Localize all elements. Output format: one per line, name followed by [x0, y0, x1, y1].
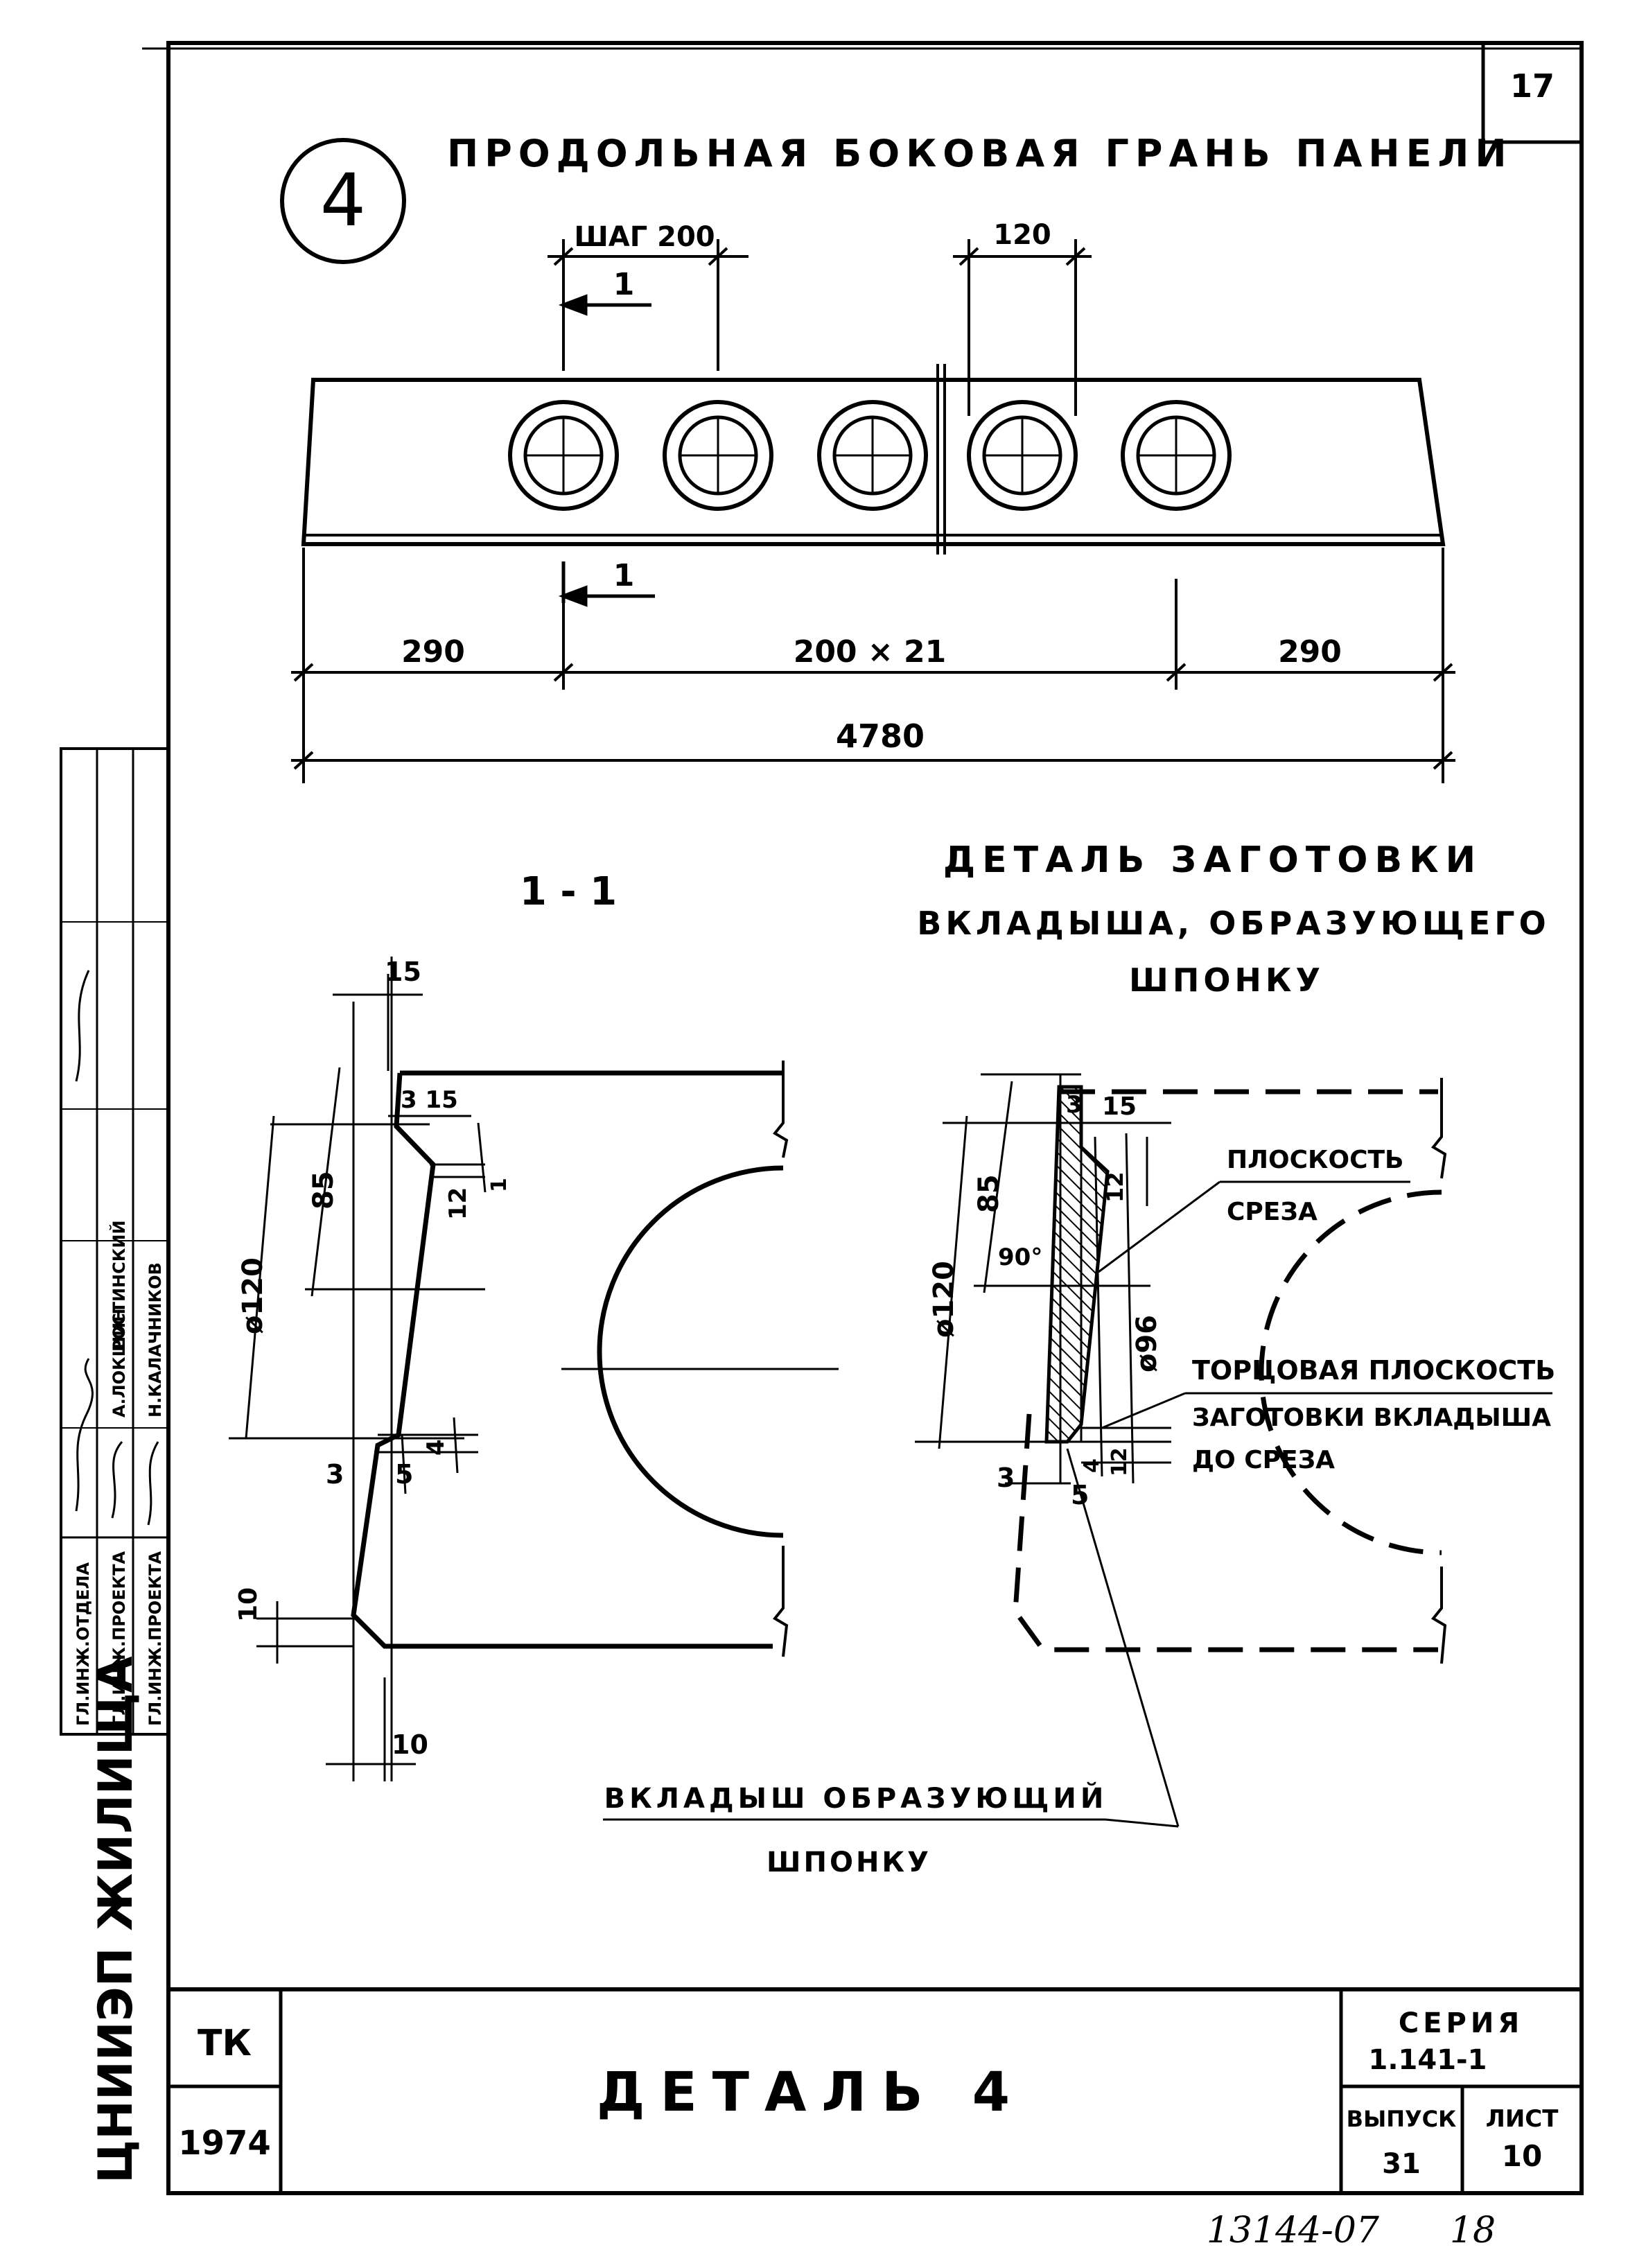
- detail-title-1: ДЕТАЛЬ ЗАГОТОВКИ: [943, 839, 1482, 881]
- section-mark-bottom-label: 1: [613, 558, 635, 593]
- stamp-role-1: ГЛ.ИНЖ.ОТДЕЛА: [73, 1562, 93, 1726]
- sheet-label: ЛИСТ: [1486, 2105, 1559, 2133]
- signature-4: [75, 970, 90, 1082]
- dim-center: 200 × 21: [794, 634, 947, 670]
- sheet-value: 10: [1502, 2139, 1542, 2173]
- section-mark-bottom: [558, 561, 655, 607]
- year: 1974: [178, 2124, 271, 2163]
- holes: [508, 400, 1232, 511]
- dim-290-right: 290: [1278, 634, 1342, 670]
- archive-page: 18: [1450, 2210, 1496, 2251]
- det-angle: 90°: [998, 1244, 1042, 1271]
- detail-half-hole: [1259, 1189, 1442, 1555]
- insert-label-1: ВКЛАДЫШ ОБРАЗУЮЩИЙ: [604, 1781, 1108, 1815]
- cut-plane-leader: [1098, 1180, 1220, 1273]
- archive-number: 13144-07: [1207, 2210, 1380, 2251]
- institute-name: ЦНИИЭП ЖИЛИЩА: [89, 1656, 143, 2183]
- sec-dim-4: 4: [422, 1439, 450, 1456]
- detail-title-3: ШПОНКУ: [1129, 961, 1324, 999]
- sec-dim-1: 1: [487, 1178, 511, 1192]
- section-mark-top: [558, 294, 651, 316]
- insert-leader: [1105, 1818, 1179, 1828]
- panel-outline: [301, 378, 1446, 546]
- det-dim-12b: 12: [1108, 1447, 1132, 1476]
- view-title: ПРОДОЛЬНАЯ БОКОВАЯ ГРАНЬ ПАНЕЛИ: [447, 132, 1513, 175]
- bottom-dimensions: [291, 548, 1455, 783]
- dim-290-left: 290: [401, 634, 465, 670]
- dim-total: 4780: [836, 717, 925, 755]
- insert-detail: ДЕТАЛЬ ЗАГОТОВКИ ВКЛАДЫША, ОБРАЗУЮЩЕГО Ш…: [915, 839, 1555, 1827]
- section-label: 1 - 1: [520, 869, 617, 914]
- det-dim-4: 4: [1080, 1458, 1104, 1473]
- sec-dim-3: 3: [326, 1459, 344, 1490]
- sec-dim-3-15: 3 15: [401, 1086, 458, 1114]
- title-block: ТК 1974 ДЕТАЛЬ 4 СЕРИЯ 1.141-1 ВЫПУСК 31…: [168, 1989, 1582, 2251]
- insert-label-2: ШПОНКУ: [767, 1847, 931, 1878]
- det-dia-120: ø120: [928, 1261, 960, 1338]
- issue-number: 31: [1382, 2148, 1421, 2180]
- dim-120-label: 120: [993, 219, 1051, 251]
- sec-dim-12: 12: [444, 1187, 472, 1220]
- side-stamp: ГЛ.ИНЖ.ОТДЕЛА ГЛ.ИНЖ.ПРОЕКТА ГЛ.ИНЖ.ПРОЕ…: [60, 747, 170, 2183]
- end-plane-label-2: ЗАГОТОВКИ ВКЛАДЫША: [1192, 1404, 1551, 1432]
- sheet-number-box: 17: [1481, 41, 1584, 144]
- hole: [817, 400, 928, 511]
- det-dia-96: ø96: [1131, 1315, 1163, 1372]
- hole: [508, 400, 619, 511]
- end-plane-label-3: ДО СРЕЗА: [1192, 1446, 1335, 1474]
- view-marker-circle: [280, 138, 406, 264]
- issue-label: ВЫПУСК: [1347, 2106, 1457, 2132]
- dim-120: [953, 239, 1092, 416]
- stamp-name-2: А.ЛОКШИН: [110, 1309, 129, 1418]
- stamp-role-2: ГЛ.ИНЖ.ПРОЕКТА: [110, 1551, 129, 1726]
- signature-1: [75, 1358, 94, 1512]
- stamp-top-name: РОСТИНСКИЙ: [109, 1220, 129, 1352]
- series-label: СЕРИЯ: [1399, 2007, 1523, 2039]
- signature-2: [111, 1441, 123, 1519]
- insert-long-leader: [1066, 1448, 1180, 1827]
- det-dim-85: 85: [973, 1174, 1005, 1213]
- hole: [663, 400, 773, 511]
- sec-dim-10b: 10: [392, 1729, 428, 1760]
- end-plane-leader: [1101, 1392, 1186, 1429]
- hole: [967, 400, 1078, 511]
- stamp-role-3: ГЛ.ИНЖ.ПРОЕКТА: [146, 1551, 165, 1726]
- cut-plane-label-1: ПЛОСКОСТЬ: [1227, 1146, 1404, 1174]
- det-dim-12a: 12: [1102, 1171, 1128, 1203]
- sec-dim-85: 85: [308, 1171, 340, 1210]
- signature-3: [147, 1441, 159, 1526]
- section-dimensions: [229, 957, 487, 1781]
- det-dim-3: 3: [1066, 1091, 1083, 1119]
- detail-title-2: ВКЛАДЫША, ОБРАЗУЮЩЕГО: [917, 905, 1550, 942]
- det-dim-15: 15: [1102, 1092, 1137, 1121]
- step-label: ШАГ 200: [574, 221, 715, 253]
- drawing-title: ДЕТАЛЬ 4: [597, 2061, 1025, 2124]
- end-plane-label-1: ТОРЦОВАЯ ПЛОСКОСТЬ: [1192, 1355, 1555, 1386]
- section-mark-top-label: 1: [613, 267, 635, 302]
- section-1-1: 1 - 1: [229, 869, 1179, 1878]
- sec-dia-120: ø120: [237, 1257, 269, 1334]
- half-hole: [597, 1165, 784, 1538]
- sheet-number: 17: [1510, 67, 1555, 105]
- sec-dim-15: 15: [385, 957, 421, 987]
- det-dim-3b: 3: [997, 1463, 1015, 1493]
- sec-dim-5: 5: [395, 1459, 413, 1490]
- hole: [1121, 400, 1232, 511]
- stamp-name-3: Н.КАЛАЧНИКОВ: [146, 1262, 165, 1418]
- sec-dim-10a: 10: [234, 1587, 263, 1622]
- view-4: 4 ПРОДОЛЬНАЯ БОКОВАЯ ГРАНЬ ПАНЕЛИ ШАГ 20…: [280, 132, 1513, 783]
- section-profile: [351, 1072, 773, 1649]
- detail-dimensions: [915, 1073, 1171, 1485]
- tk-code: ТК: [198, 2023, 252, 2064]
- cut-plane-label-2: СРЕЗА: [1227, 1198, 1318, 1226]
- series-number: 1.141-1: [1369, 2044, 1487, 2076]
- view-marker: 4: [320, 158, 366, 243]
